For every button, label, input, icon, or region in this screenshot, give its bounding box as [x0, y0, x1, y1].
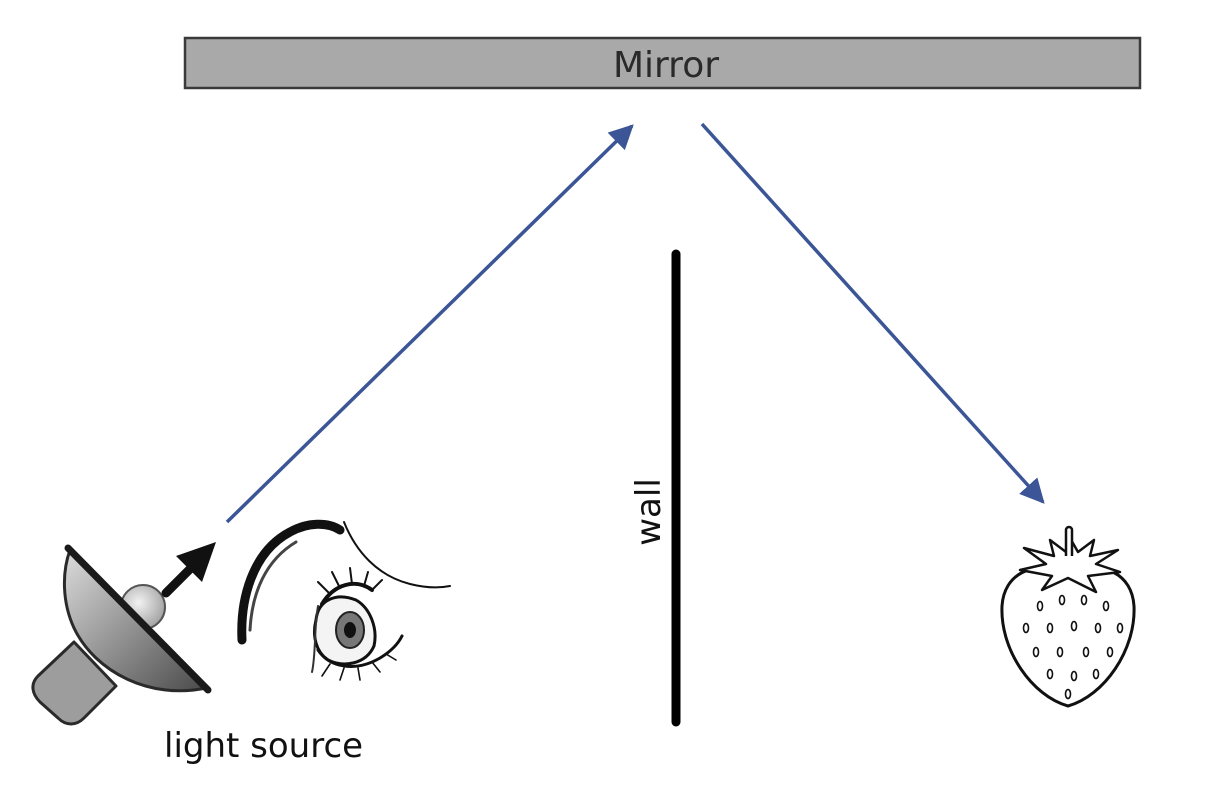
- lamp-base: [31, 640, 118, 726]
- eye-lower-lid: [316, 634, 404, 668]
- mirror-bar: [183, 36, 1142, 90]
- mirror: Mirror: [183, 36, 1142, 90]
- light-source-label: light source: [164, 726, 363, 766]
- wall: wall: [629, 249, 681, 727]
- reflected-ray-arrow: [700, 122, 1045, 504]
- strawberry-body: [1000, 566, 1136, 708]
- wall-label: wall: [629, 478, 669, 546]
- arrow-icon: [161, 542, 216, 598]
- eye-icon: [237, 519, 451, 681]
- lamp-icon: [31, 544, 212, 726]
- strawberry-icon: [1000, 525, 1136, 708]
- eyebrow: [237, 519, 345, 645]
- eye-upper-lid: [320, 581, 374, 606]
- incident-ray-arrow: [225, 124, 634, 524]
- mirror-label: Mirror: [613, 45, 719, 86]
- strawberry-stem: [1064, 525, 1074, 556]
- strawberry-seeds: [1022, 594, 1124, 700]
- nose-line: [343, 521, 451, 589]
- lamp-rim: [64, 544, 212, 694]
